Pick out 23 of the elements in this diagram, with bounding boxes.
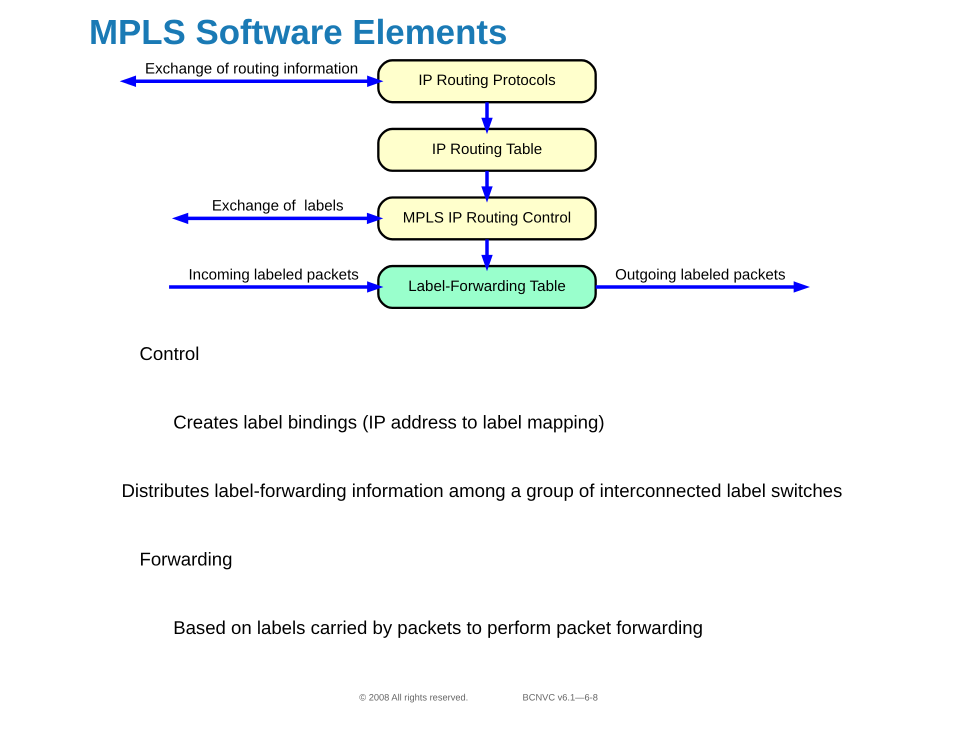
label: Based on labels carried by packets to perform packet forwarding (173, 617, 703, 638)
diagram-title: MPLS Software Elements (88, 13, 508, 52)
arrow (596, 281, 810, 293)
label: Control (140, 342, 200, 364)
node-box: IP Routing Protocols (377, 59, 597, 104)
arrow (169, 281, 384, 293)
node-box: IP Routing Table (377, 128, 597, 172)
edge-label: Outgoing labeled packets (615, 266, 786, 284)
label: BCNVC v6.1—6-8 (522, 692, 598, 703)
label: Creates label bindings (IP address to label mapping) (173, 412, 605, 433)
label: © 2008 All rights reserved. (359, 692, 468, 703)
arrow (481, 170, 493, 203)
label: Forwarding (140, 548, 232, 570)
arrow (172, 212, 384, 224)
edge-label: Incoming labeled packets (188, 266, 359, 284)
edge-label: Exchange of labels (212, 198, 344, 215)
node-box: MPLS IP Routing Control (377, 196, 597, 240)
edge-label: Exchange of routing information (145, 60, 358, 78)
node-box: Label-Forwarding Table (377, 264, 597, 310)
label: Distributes label-forwarding information among a group of interconnected label switches (121, 480, 842, 502)
arrow (120, 76, 384, 87)
arrow (481, 239, 493, 272)
arrow (481, 102, 493, 134)
